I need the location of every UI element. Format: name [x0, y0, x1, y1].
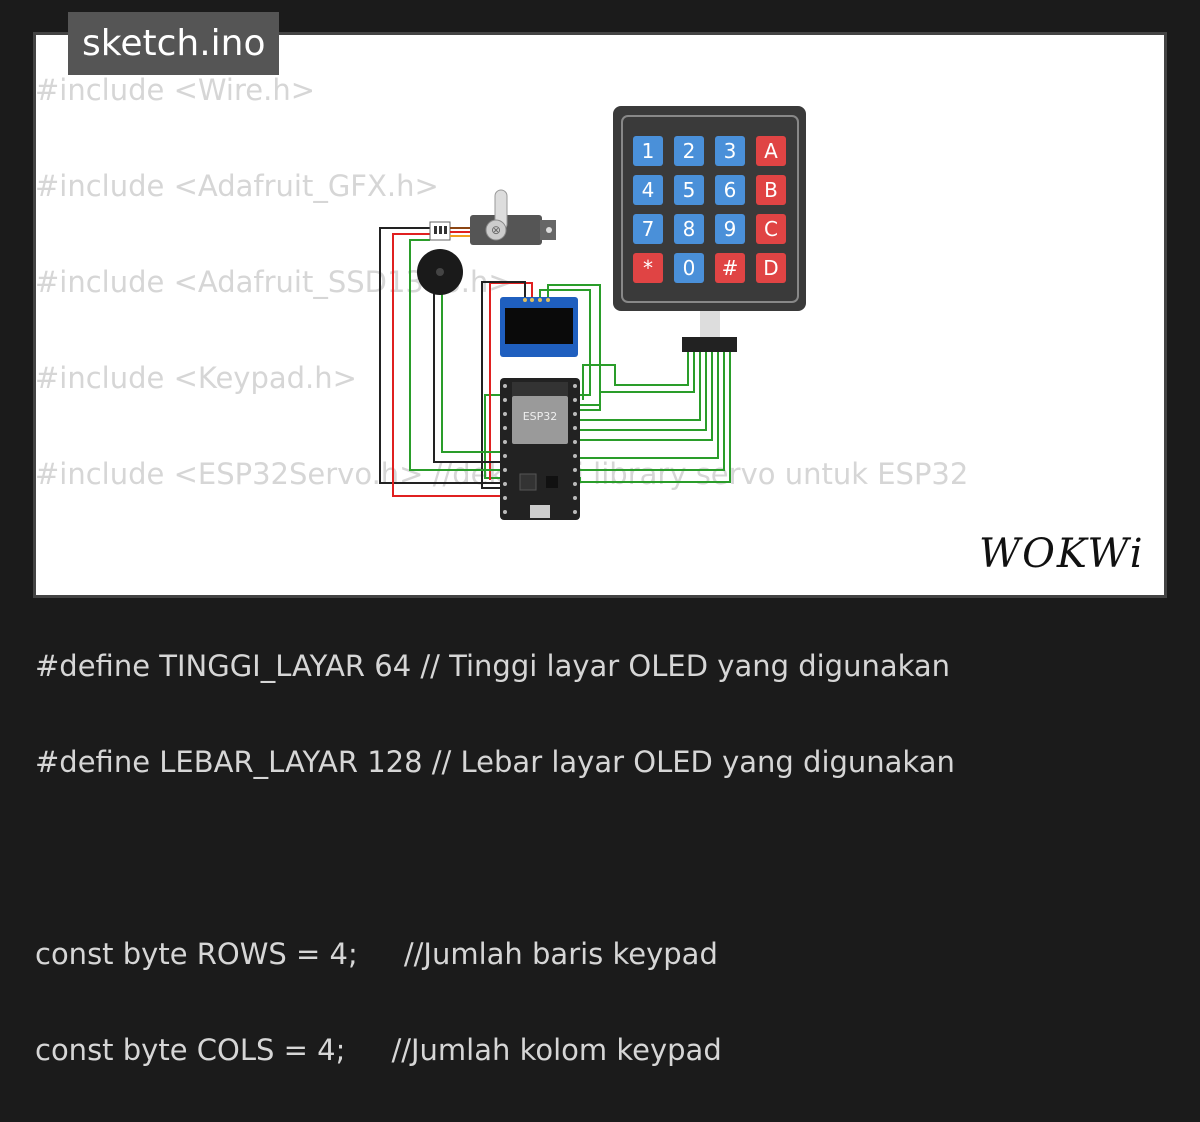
wire-green — [580, 352, 725, 471]
code-line: #define TINGGI_LAYAR 64 // Tinggi layar … — [35, 649, 951, 683]
servo-motor[interactable]: ⊗ — [429, 189, 556, 245]
wire-black — [481, 281, 526, 489]
keypad-key-label: A — [764, 139, 778, 163]
oled-pin — [530, 298, 534, 302]
esp32-module — [512, 396, 568, 444]
oled-screen — [505, 308, 573, 344]
keypad-key[interactable] — [715, 175, 745, 205]
keypad-key-label: B — [764, 178, 778, 202]
servo-screw-icon: ⊗ — [491, 223, 501, 237]
oled-display[interactable] — [500, 297, 578, 357]
servo-hub — [485, 219, 507, 241]
code-line: #include <ESP32Servo.h> //deklarasi libr… — [35, 457, 969, 491]
keypad-key-label: 4 — [642, 178, 655, 202]
keypad-key-label: 9 — [724, 217, 737, 241]
code-line: const byte ROWS = 4; //Jumlah baris keyp… — [35, 937, 718, 971]
keypad-key[interactable] — [633, 214, 663, 244]
esp32-board[interactable]: ESP32 — [500, 378, 580, 520]
keypad-key-label: 0 — [683, 256, 696, 280]
esp32-label: ESP32 — [523, 410, 558, 423]
keypad-key[interactable] — [674, 175, 704, 205]
code-line: #define LEBAR_LAYAR 128 // Lebar layar O… — [35, 745, 955, 779]
code-line: const byte COLS = 4; //Jumlah kolom keyp… — [35, 1033, 722, 1067]
wire-black — [433, 290, 500, 463]
servo-pin — [439, 226, 442, 234]
servo-pin — [434, 226, 437, 234]
keypad-key[interactable] — [756, 253, 786, 283]
keypad-header — [682, 337, 737, 352]
keypad-key[interactable] — [715, 136, 745, 166]
wires — [379, 227, 731, 497]
wire-green — [580, 352, 719, 459]
circuit-diagram: ⊗ 1 2 3 A 4 5 6 B 7 8 9 C * 0 # D ESP32 — [379, 106, 806, 520]
keypad-key-label: 1 — [642, 139, 655, 163]
keypad-key[interactable] — [715, 214, 745, 244]
esp32-antenna — [512, 382, 568, 396]
keypad-key-label: 6 — [724, 178, 737, 202]
wire-black — [379, 227, 500, 484]
oled-pin — [546, 298, 550, 302]
wire-green — [580, 352, 695, 411]
keypad-key-label: 8 — [683, 217, 696, 241]
wokwi-logo: WOKWi — [979, 531, 1145, 577]
usb-port — [530, 505, 550, 518]
esp32-button[interactable] — [519, 473, 537, 491]
keypad-key[interactable] — [674, 136, 704, 166]
code-line: #include <Wire.h> — [35, 73, 316, 107]
bottom-strip — [0, 598, 1200, 630]
wire-green — [409, 239, 500, 471]
keypad-key[interactable] — [633, 253, 663, 283]
keypad-frame — [621, 115, 799, 303]
wire-green — [441, 294, 500, 453]
file-title-tab[interactable]: sketch.ino — [68, 12, 280, 75]
keypad-key-label: 2 — [683, 139, 696, 163]
oled-pin — [538, 298, 542, 302]
keypad-key[interactable] — [715, 253, 745, 283]
servo-screw — [546, 227, 552, 233]
keypad-key[interactable] — [633, 175, 663, 205]
keypad-key[interactable] — [633, 136, 663, 166]
keypad-key[interactable] — [756, 214, 786, 244]
keypad-key-label: 7 — [642, 217, 655, 241]
buzzer-hole — [436, 268, 444, 276]
keypad-key[interactable] — [674, 253, 704, 283]
keypad-key-label: 3 — [724, 139, 737, 163]
buzzer[interactable] — [417, 249, 463, 295]
wire-green — [580, 352, 701, 421]
esp32-chip — [546, 476, 558, 488]
wire-red — [392, 233, 580, 497]
keypad-key-label: D — [763, 256, 778, 280]
code-line: #include <Adafruit_GFX.h> — [35, 169, 439, 203]
keypad-key-label: C — [764, 217, 778, 241]
wokwi-logo-text: WOKWi — [979, 531, 1145, 577]
keypad-ribbon — [700, 311, 720, 337]
keypad-keys: 1 2 3 A 4 5 6 B 7 8 9 C * 0 # D — [633, 136, 786, 283]
keypad-key-label: # — [722, 256, 739, 280]
code-line: #include <Keypad.h> — [35, 361, 357, 395]
wire-green — [580, 352, 707, 431]
oled-pin — [523, 298, 527, 302]
wire-green — [580, 352, 713, 441]
keypad-key[interactable] — [674, 214, 704, 244]
code-line — [35, 834, 968, 882]
servo-pin — [444, 226, 447, 234]
keypad-key[interactable] — [756, 175, 786, 205]
wire-green — [539, 289, 591, 396]
keypad-key-label: * — [643, 256, 653, 280]
wire-green — [582, 352, 689, 400]
keypad-key[interactable] — [756, 136, 786, 166]
keypad-4x4[interactable]: 1 2 3 A 4 5 6 B 7 8 9 C * 0 # D — [613, 106, 806, 352]
wire-green — [547, 284, 601, 406]
keypad-key-label: 5 — [683, 178, 696, 202]
